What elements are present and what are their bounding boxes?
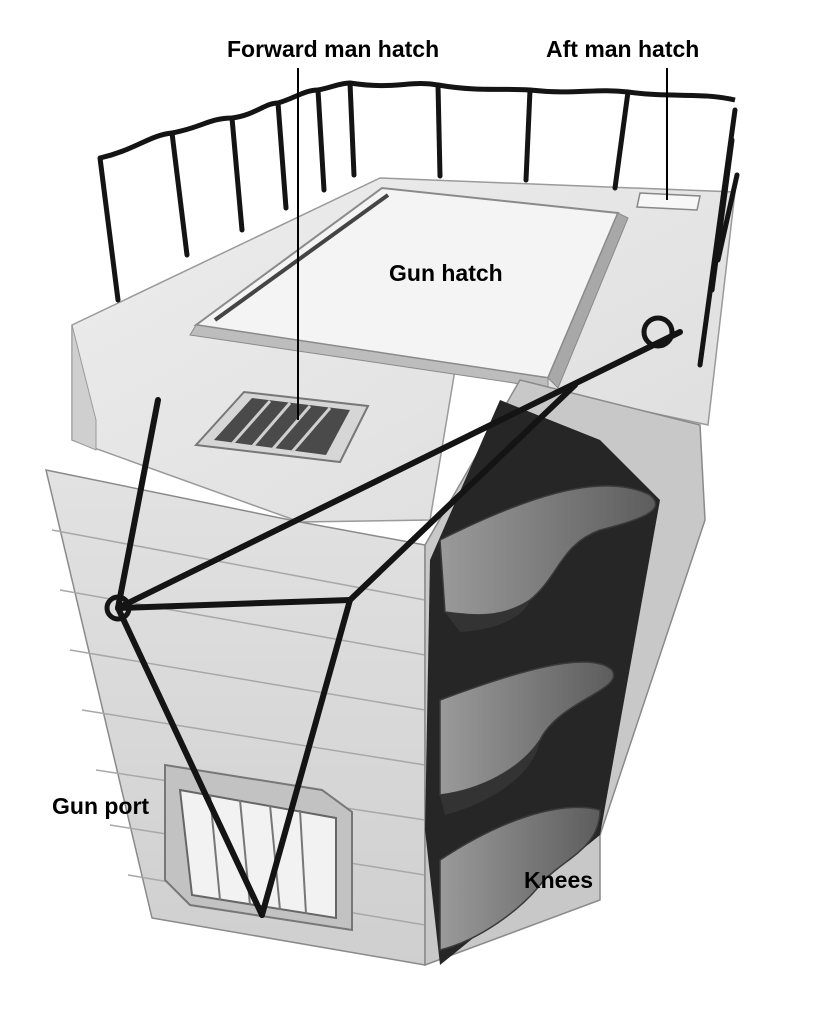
aft-man-hatch [636,192,701,211]
railing-rope [99,80,736,161]
forward-man-hatch [193,390,370,464]
railing-stanchions [97,80,740,368]
label-gun-hatch: Gun hatch [389,260,503,286]
deck-side-strip [71,324,97,451]
label-knees: Knees [524,867,594,893]
tackle-ring-deck [641,315,675,349]
tackle-ring-left [104,594,132,622]
label-aft-man-hatch: Aft man hatch [546,36,700,62]
gun-tackle-ropes [115,329,683,918]
label-gun-port: Gun port [52,793,150,819]
knees [439,485,657,951]
gun-hatch [189,186,629,389]
label-forward-man-hatch: Forward man hatch [227,36,440,62]
